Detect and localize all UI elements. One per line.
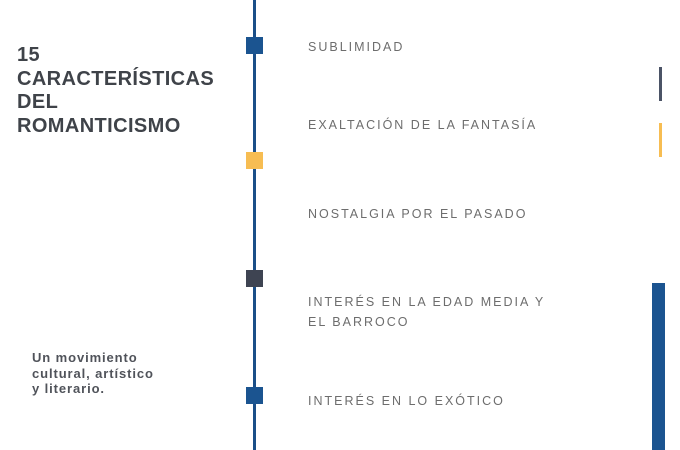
- subtitle-line-3: y literario.: [32, 381, 105, 396]
- title-line-4: ROMANTICISMO: [17, 114, 181, 137]
- list-item-label: SUBLIMIDAD: [308, 40, 405, 54]
- timeline-marker-exotico: [246, 387, 263, 404]
- timeline-marker-edad-media: [246, 270, 263, 287]
- decorative-bar-amber: [659, 123, 662, 157]
- title-line-2: CARACTERÍSTICAS: [17, 67, 215, 90]
- subtitle-line-1: Un movimiento: [32, 350, 138, 365]
- list-item-label: INTERÉS EN LO EXÓTICO: [308, 394, 505, 408]
- list-item-interes-exotico: INTERÉS EN LO EXÓTICO: [308, 391, 505, 411]
- decorative-bar-blue: [652, 283, 665, 450]
- list-item-label: INTERÉS EN LA EDAD MEDIA Y: [308, 295, 546, 309]
- list-item-sublimidad: SUBLIMIDAD: [308, 37, 404, 57]
- page-title: 15 CARACTERÍSTICAS DEL ROMANTICISMO: [17, 44, 242, 138]
- list-item-exaltacion-fantasia: EXALTACIÓN DE LA FANTASÍA: [308, 115, 537, 135]
- list-item-nostalgia-pasado: NOSTALGIA POR EL PASADO: [308, 204, 527, 224]
- list-item-label: EXALTACIÓN DE LA FANTASÍA: [308, 118, 538, 132]
- decorative-bar-dark: [659, 67, 662, 101]
- list-item-label-line2: EL BARROCO: [308, 315, 410, 329]
- list-item-edad-media-barroco: INTERÉS EN LA EDAD MEDIA Y EL BARROCO: [308, 292, 545, 332]
- title-line-1: 15: [17, 44, 41, 66]
- list-item-label: NOSTALGIA POR EL PASADO: [308, 207, 528, 221]
- timeline-marker-exaltacion: [246, 152, 263, 169]
- title-line-3: DEL: [17, 91, 59, 113]
- timeline-axis: [253, 0, 256, 450]
- subtitle: Un movimiento cultural, artístico y lite…: [32, 350, 247, 397]
- subtitle-line-2: cultural, artístico: [32, 365, 154, 381]
- timeline-marker-sublimidad: [246, 37, 263, 54]
